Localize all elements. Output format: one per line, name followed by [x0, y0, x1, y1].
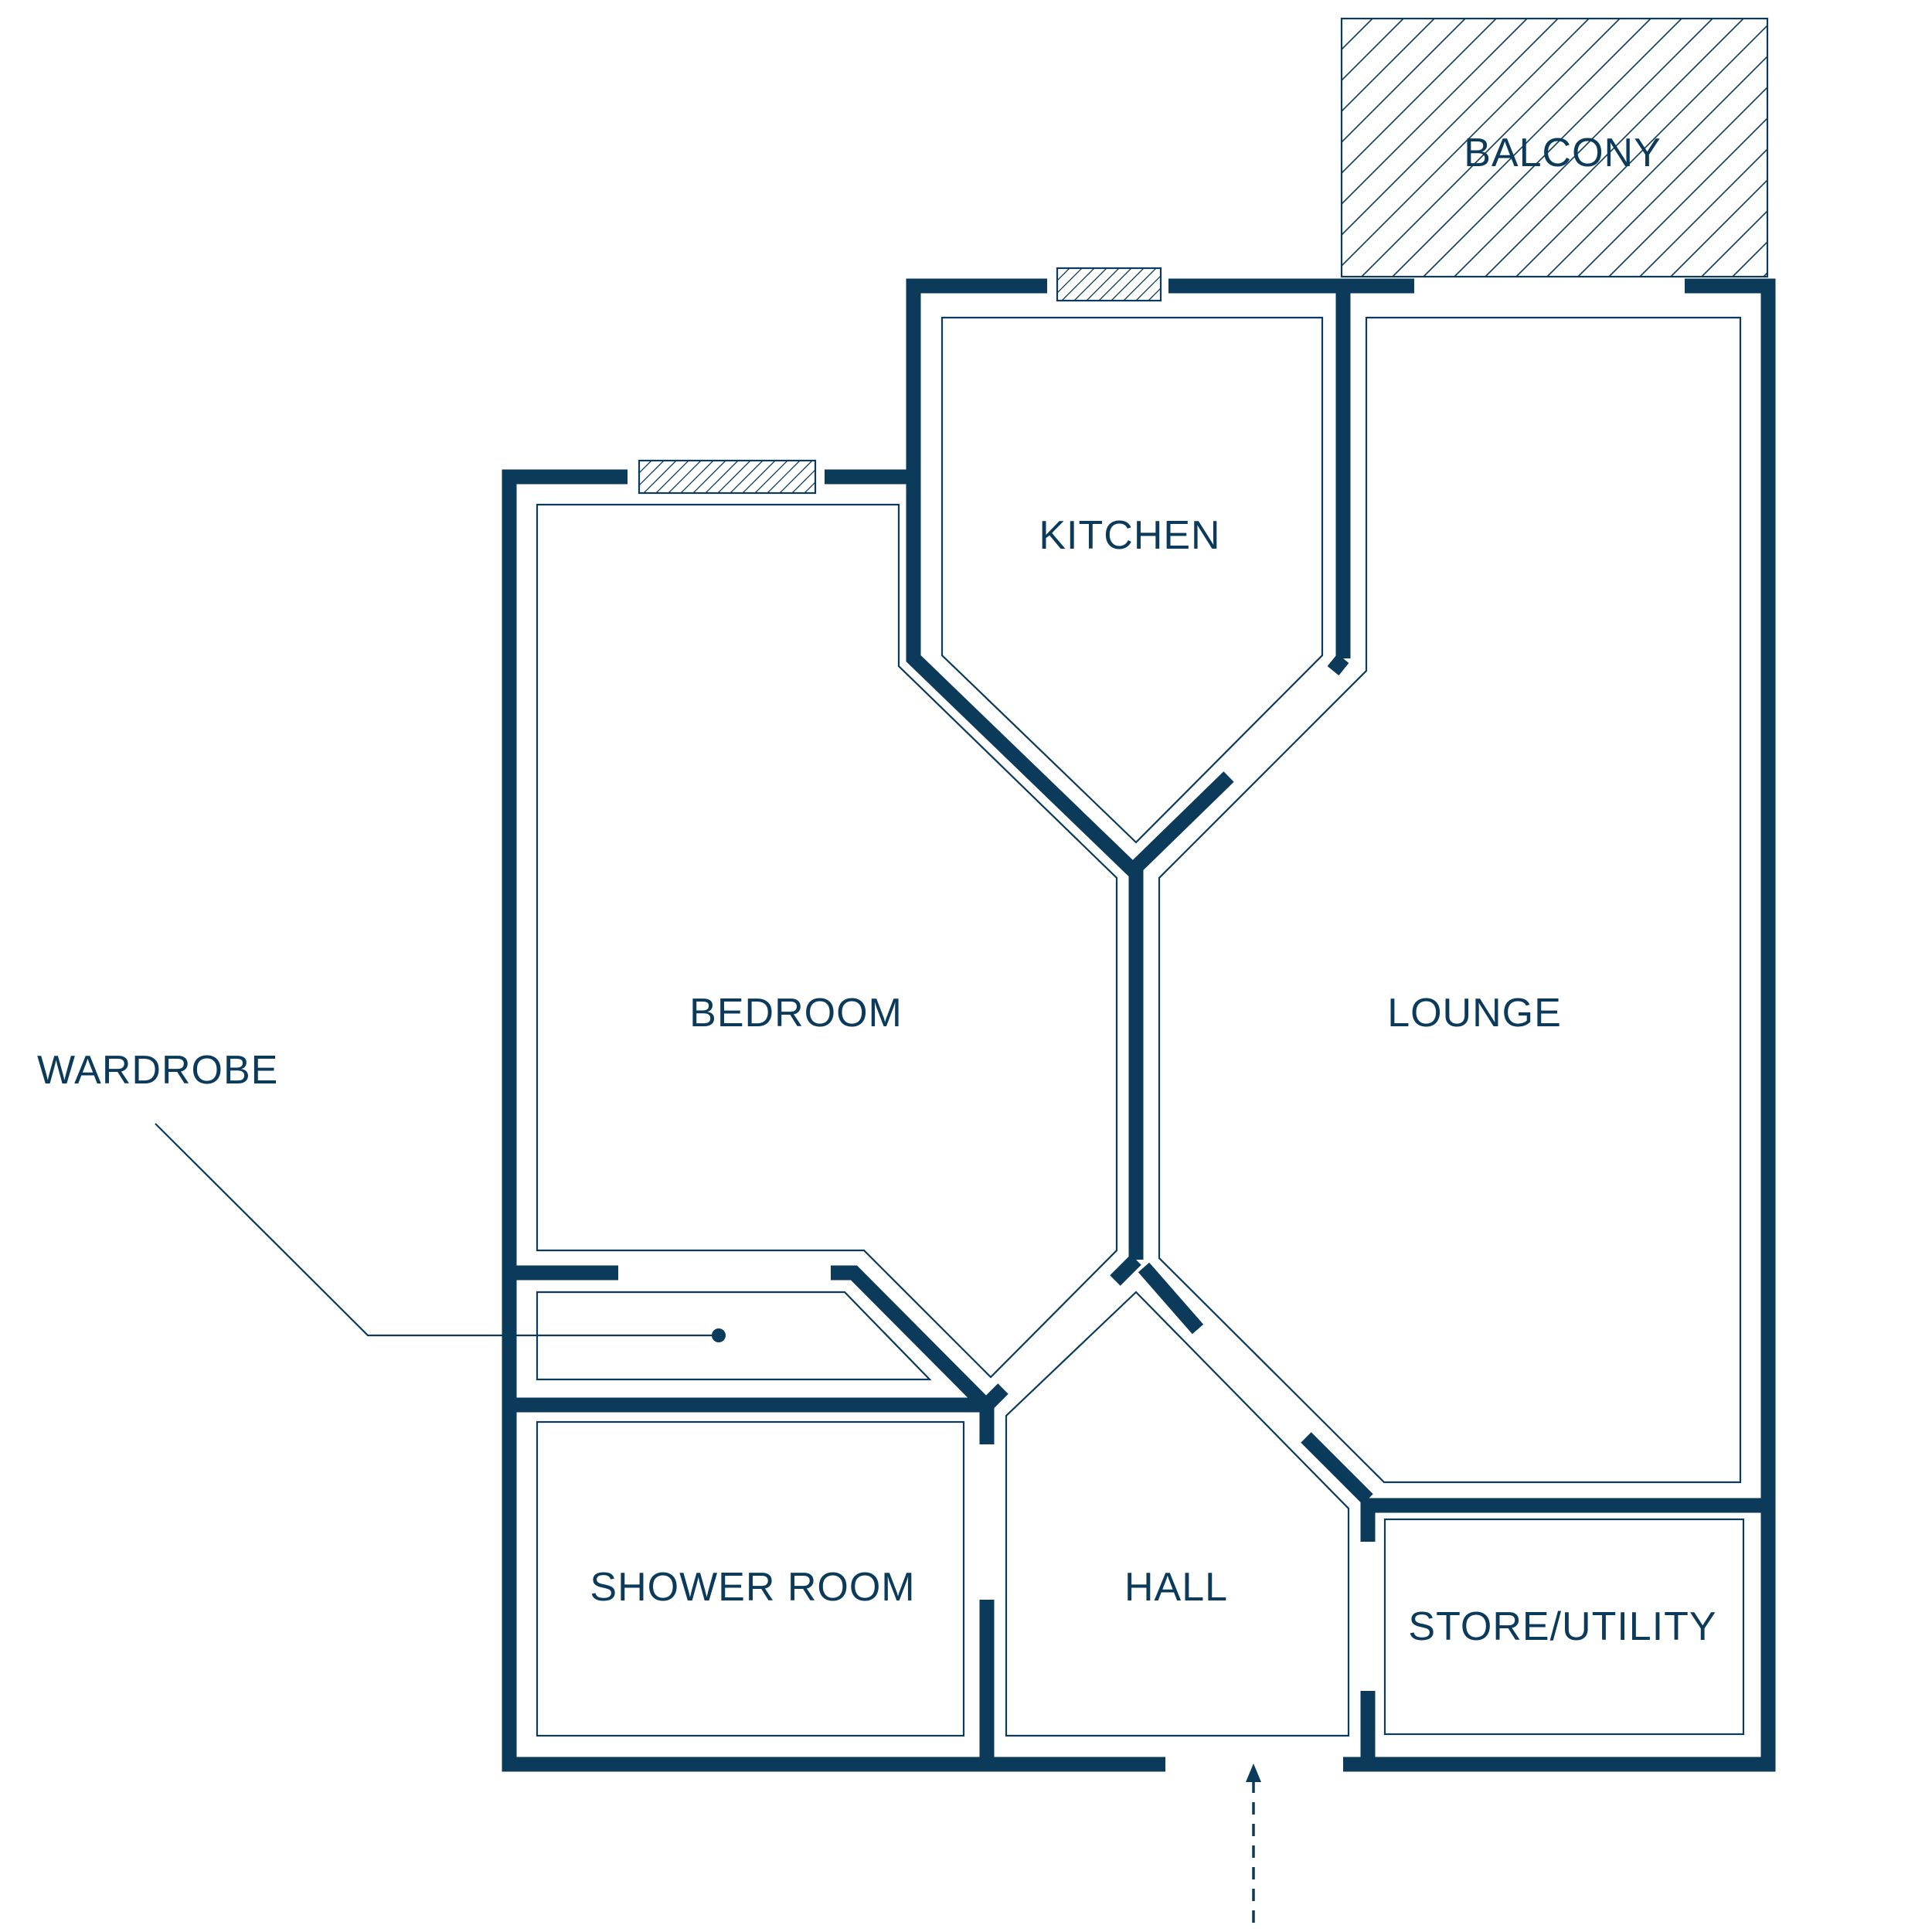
label-balcony: BALCONY — [1464, 131, 1662, 175]
hatch-line — [1454, 19, 1713, 277]
wardrobe-leader-line — [155, 1123, 719, 1337]
hatch-line — [1061, 268, 1095, 301]
kitchen-window-frame — [1056, 267, 1162, 302]
hatch-line — [1546, 55, 1767, 277]
outer-wall-bedroom-top-right — [825, 278, 1047, 485]
label-bedroom: BEDROOM — [689, 991, 903, 1036]
hatch-line — [1342, 19, 1528, 206]
hatch-line — [1515, 24, 1767, 277]
hatch-line — [1342, 19, 1559, 236]
hatch-line — [1423, 19, 1682, 277]
hatch-line — [692, 461, 726, 493]
hatch-line — [767, 461, 801, 493]
wall-kitchen-hall-diag — [1131, 771, 1234, 872]
hatch-line — [791, 469, 815, 493]
hatch-line — [1135, 275, 1161, 301]
hatch-line — [1608, 117, 1767, 277]
hatch-line — [1392, 19, 1651, 277]
hatch-line — [1083, 19, 1342, 277]
balcony-outline — [1340, 17, 1769, 278]
hatch-line — [1148, 287, 1161, 301]
entrance-arrow-head — [1246, 1764, 1261, 1782]
hatch-line — [717, 461, 751, 493]
lounge-outline — [1158, 316, 1742, 1484]
hatch-line — [655, 461, 689, 493]
hatch-line — [1123, 268, 1157, 301]
balcony-hatching — [1083, 19, 1767, 277]
wall-kitchen-lounge-stub — [1327, 654, 1349, 675]
room-labels: BALCONY KITCHEN BEDROOM LOUNGE WARDROBE … — [37, 131, 1716, 1649]
hatch-line — [668, 461, 702, 493]
balcony-area — [1083, 17, 1769, 278]
label-hall: HALL — [1124, 1565, 1228, 1610]
kitchen-window — [1056, 267, 1162, 302]
label-shower-room: SHOWER ROOM — [590, 1565, 915, 1610]
hatch-line — [1361, 19, 1621, 277]
hall-outline — [1005, 1291, 1350, 1737]
hatch-line — [1342, 19, 1497, 175]
hatch-line — [730, 461, 764, 493]
room-outlines — [536, 316, 1745, 1737]
outer-wall-main — [502, 469, 1165, 1772]
hatch-line — [1670, 179, 1767, 277]
hatch-line — [643, 461, 677, 493]
hatch-line — [1086, 268, 1120, 301]
bedroom-window-frame — [638, 459, 817, 495]
hatch-line — [1639, 148, 1767, 277]
label-store-utility: STORE/UTILITY — [1408, 1604, 1716, 1649]
wall-lounge-hall-diag-lower — [1301, 1432, 1373, 1505]
kitchen-outline — [940, 316, 1324, 844]
hatch-line — [779, 461, 813, 493]
hatch-line — [680, 461, 714, 493]
wardrobe-leader — [155, 1123, 726, 1342]
label-lounge: LOUNGE — [1387, 991, 1562, 1036]
hatch-line — [1485, 19, 1744, 277]
hatch-line — [1732, 240, 1767, 277]
wall-bedroom-kitchen — [906, 477, 1144, 1260]
hatch-line — [639, 461, 652, 474]
outer-wall-right — [1343, 278, 1776, 1772]
hatch-line — [754, 461, 788, 493]
hatch-line — [742, 461, 776, 493]
wall-wardrobe-top-right — [831, 1265, 991, 1410]
hatch-line — [1342, 19, 1590, 267]
hatch-line — [1057, 268, 1070, 281]
hatch-line — [1577, 86, 1767, 277]
wall-lounge-hall-diag-upper — [1138, 1262, 1204, 1335]
hatch-line — [1763, 271, 1767, 277]
wall-bedroom-hall-stub — [1110, 1254, 1141, 1286]
hatch-line — [1073, 268, 1107, 301]
label-wardrobe: WARDROBE — [37, 1048, 278, 1093]
label-kitchen: KITCHEN — [1039, 513, 1220, 558]
bedroom-window — [638, 459, 817, 495]
kitchen-window-hatching — [1057, 268, 1161, 301]
bedroom-window-hatching — [639, 461, 815, 493]
hatch-line — [1342, 19, 1435, 113]
hatch-line — [1342, 19, 1373, 51]
hatch-line — [1342, 19, 1404, 82]
hatch-line — [1057, 268, 1083, 294]
wardrobe-leader-dot — [712, 1328, 726, 1342]
hatch-line — [639, 461, 665, 486]
hatch-line — [804, 481, 815, 493]
shower-room-outline — [536, 1420, 965, 1737]
hatch-line — [1111, 268, 1145, 301]
outer-walls — [502, 278, 1776, 1772]
entrance-arrow — [1246, 1764, 1261, 1923]
wall-bedroom-hall-junction — [981, 1383, 1009, 1410]
hatch-line — [705, 461, 739, 493]
hatch-line — [1098, 268, 1132, 301]
hatch-line — [1342, 19, 1466, 144]
interior-walls — [509, 286, 1768, 1764]
wardrobe-outline — [536, 1291, 932, 1381]
bedroom-outline — [536, 503, 1118, 1379]
hatch-line — [1701, 209, 1767, 277]
store-utility-outline — [1383, 1518, 1745, 1736]
